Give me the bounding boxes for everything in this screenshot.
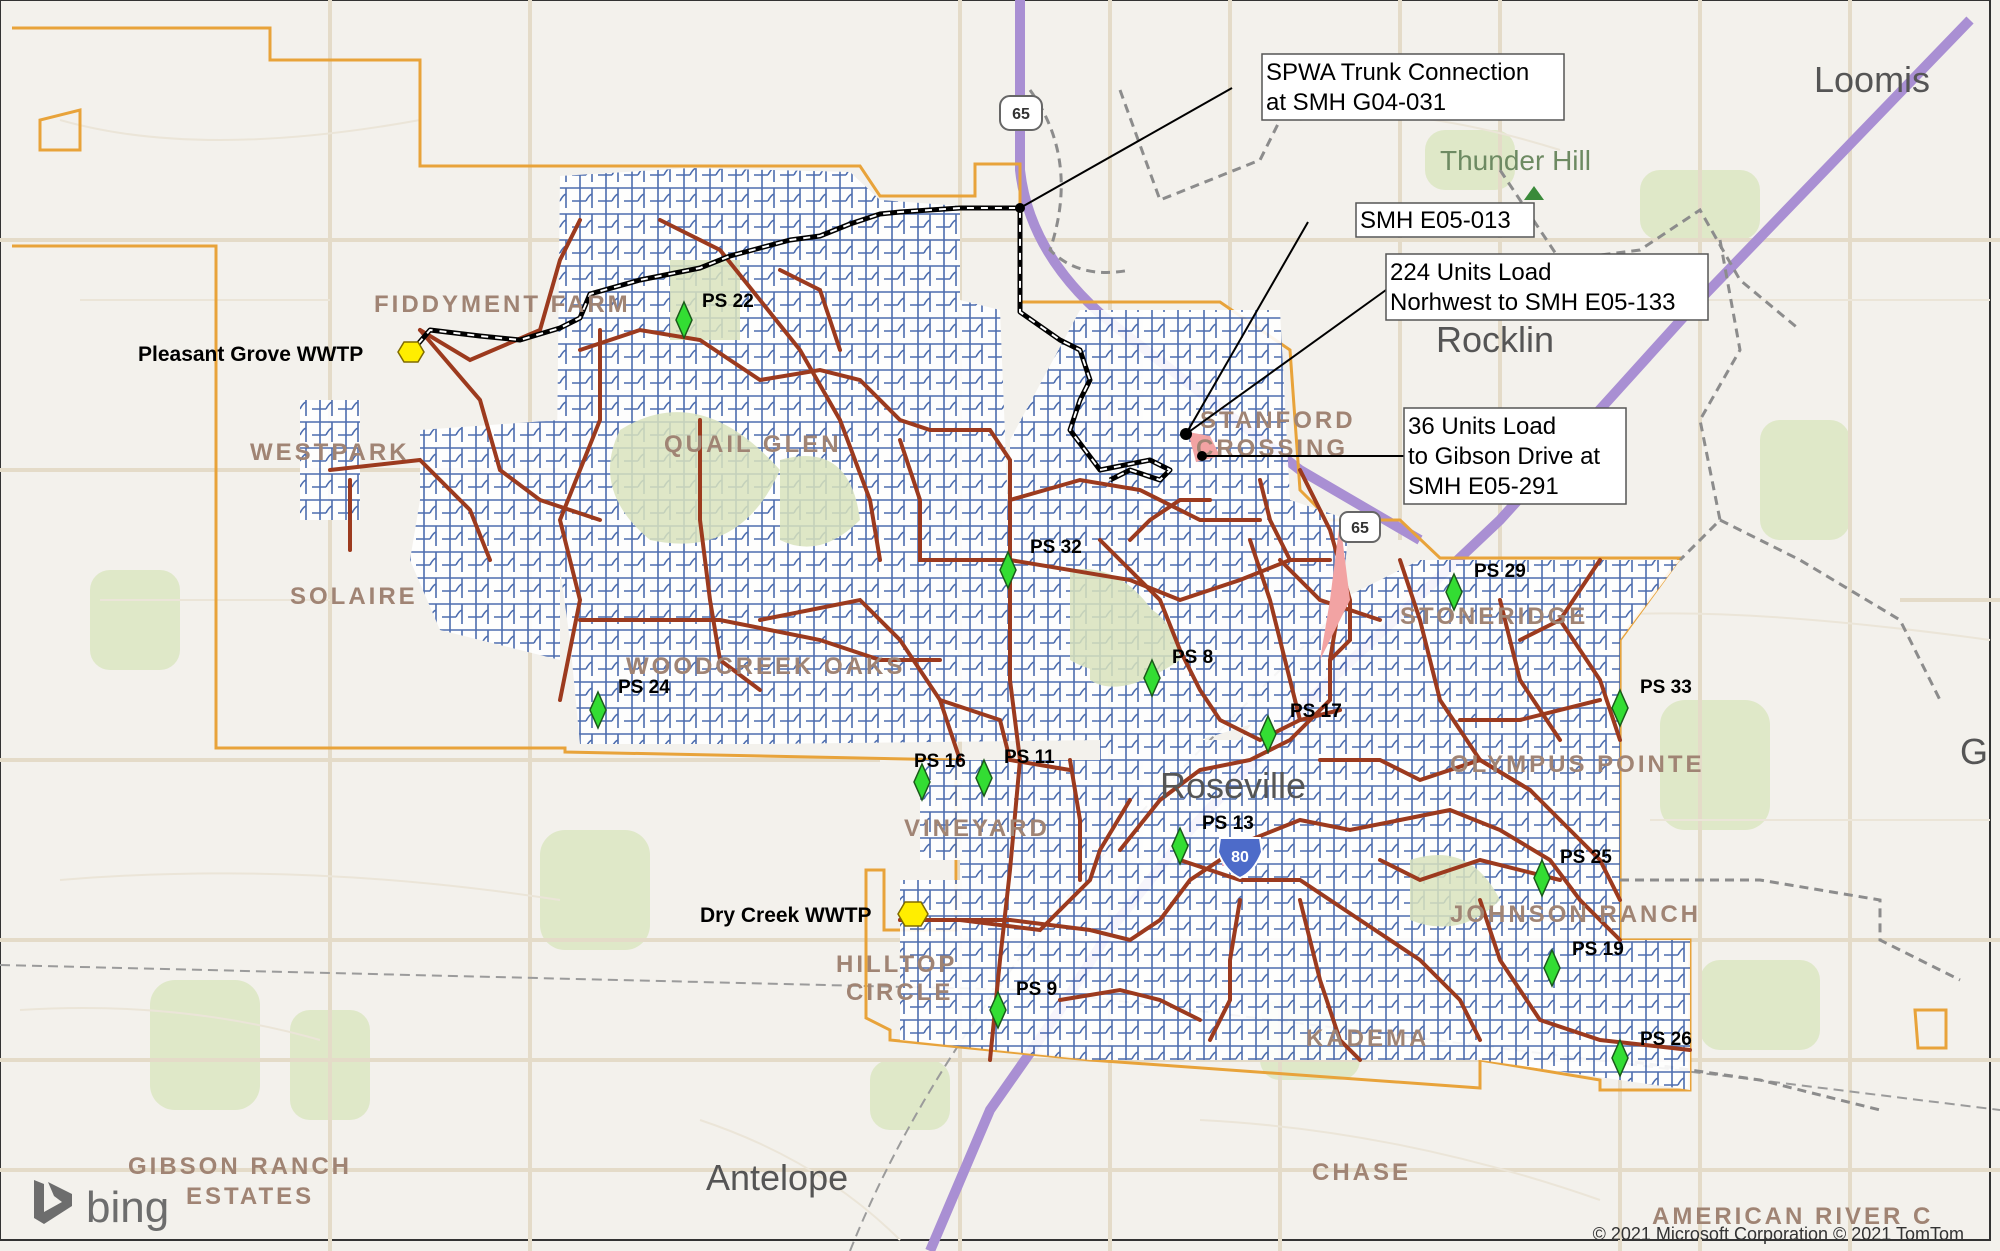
callout-line: SMH E05-013 (1360, 207, 1511, 234)
pump-station-marker[interactable] (675, 300, 693, 340)
highway-shields: 65 65 80 (999, 95, 1381, 880)
place-labels: FIDDYMENT FARM WESTPARK QUAIL GLEN SOLAI… (128, 291, 1933, 1230)
pump-station-label: PS 33 (1640, 677, 1692, 698)
pump-stations (589, 300, 1629, 1078)
pump-station-label: PS 11 (1004, 747, 1055, 768)
city-labels: Loomis Rocklin Roseville Antelope Thunde… (706, 59, 1988, 1198)
place-label: CROSSING (1196, 435, 1348, 462)
place-label: JOHNSON RANCH (1450, 901, 1701, 928)
trunk-sewers (328, 218, 1692, 1062)
callout-line: SMH E05-291 (1408, 473, 1559, 500)
pump-station-label: PS 19 (1572, 939, 1624, 960)
pump-station-marker[interactable] (1533, 858, 1551, 898)
pump-station-label: PS 17 (1290, 701, 1342, 722)
pump-station-label: PS 16 (914, 751, 966, 772)
place-label: QUAIL GLEN (664, 431, 842, 458)
place-label: VINEYARD (904, 815, 1050, 842)
callout-line: 36 Units Load (1408, 413, 1556, 440)
callout-line: at SMH G04-031 (1266, 89, 1446, 116)
plant-label: Dry Creek WWTP (700, 904, 872, 927)
highway-number: 65 (1351, 520, 1369, 537)
pump-station-marker[interactable] (1611, 1038, 1629, 1078)
interstate-shield (1216, 837, 1264, 880)
place-label: CIRCLE (846, 979, 953, 1006)
highway-number: 80 (1231, 849, 1249, 866)
pump-station-label: PS 13 (1202, 813, 1254, 834)
place-label: STONERIDGE (1400, 603, 1588, 630)
callout-line: Norhwest to SMH E05-133 (1390, 289, 1675, 316)
pump-station-label: PS 25 (1560, 847, 1612, 868)
pump-station-marker[interactable] (589, 690, 607, 730)
callout-spwa-trunk: SPWA Trunk Connection at SMH G04-031 (1261, 53, 1565, 121)
highway-shield (1339, 511, 1381, 543)
place-label: FIDDYMENT FARM (374, 291, 631, 318)
place-label: STANFORD (1200, 407, 1356, 434)
spwa-trunk-route (416, 205, 1173, 483)
pump-station-marker[interactable] (1543, 948, 1561, 988)
callout-line: to Gibson Drive at (1408, 443, 1600, 470)
city-label: G (1960, 731, 1988, 772)
plant-marker[interactable] (897, 901, 929, 927)
place-label: SOLAIRE (290, 583, 418, 610)
pump-station-label: PS 9 (1016, 979, 1057, 1000)
pump-station-marker[interactable] (913, 762, 931, 802)
pump-station-label: PS 29 (1474, 561, 1526, 582)
city-label: Thunder Hill (1440, 145, 1591, 176)
place-label: ESTATES (186, 1183, 314, 1210)
pump-station-marker[interactable] (1143, 658, 1161, 698)
pump-station-label: PS 8 (1172, 647, 1213, 668)
callout-36-units: 36 Units Load to Gibson Drive at SMH E05… (1403, 407, 1627, 505)
place-label: AMERICAN RIVER C (1652, 1203, 1933, 1230)
place-label: OLYMPUS POINTE (1450, 751, 1704, 778)
callout-leaders (1019, 87, 1406, 457)
pump-station-marker[interactable] (999, 550, 1017, 590)
plant-marker[interactable] (397, 341, 425, 363)
place-label: GIBSON RANCH (128, 1153, 352, 1180)
peak-icon (1524, 186, 1544, 200)
pump-station-marker[interactable] (1171, 826, 1189, 866)
pump-station-marker[interactable] (989, 990, 1007, 1030)
bing-logo: bing (34, 1180, 169, 1232)
callout-points (1015, 203, 1207, 461)
plant-label: Pleasant Grove WWTP (138, 343, 363, 366)
highway-shield (999, 95, 1043, 131)
pump-station-marker[interactable] (975, 758, 993, 798)
place-label: HILLTOP (836, 951, 957, 978)
city-label: Loomis (1814, 59, 1930, 100)
city-label: Rocklin (1436, 319, 1554, 360)
pump-station-labels: PS 22 PS 32 PS 29 PS 8 PS 33 PS 24 PS 17… (618, 291, 1692, 1050)
pump-station-label: PS 22 (702, 291, 754, 312)
city-label: Roseville (1160, 765, 1306, 806)
pump-station-marker[interactable] (1259, 714, 1277, 754)
place-label: CHASE (1312, 1159, 1411, 1186)
callout-smh-e05-013: SMH E05-013 (1355, 202, 1535, 238)
city-label: Antelope (706, 1157, 848, 1198)
bing-icon (34, 1180, 72, 1224)
place-label: WOODCREEK OAKS (626, 653, 905, 680)
bing-wordmark: bing (86, 1183, 169, 1232)
callout-line: 224 Units Load (1390, 259, 1551, 286)
map-attribution: © 2021 Microsoft Corporation © 2021 TomT… (1593, 1224, 1964, 1244)
highway-number: 65 (1012, 106, 1030, 123)
place-label: KADEMA (1306, 1025, 1429, 1052)
treatment-plants: Pleasant Grove WWTP Dry Creek WWTP (138, 341, 929, 927)
pump-station-label: PS 32 (1030, 537, 1082, 558)
pump-station-marker[interactable] (1445, 572, 1463, 612)
callout-line: SPWA Trunk Connection (1266, 59, 1529, 86)
pump-station-label: PS 24 (618, 677, 670, 698)
pump-station-marker[interactable] (1611, 688, 1629, 728)
pump-station-label: PS 26 (1640, 1029, 1692, 1050)
callout-224-units: 224 Units Load Norhwest to SMH E05-133 (1385, 253, 1709, 321)
place-label: WESTPARK (250, 439, 410, 466)
